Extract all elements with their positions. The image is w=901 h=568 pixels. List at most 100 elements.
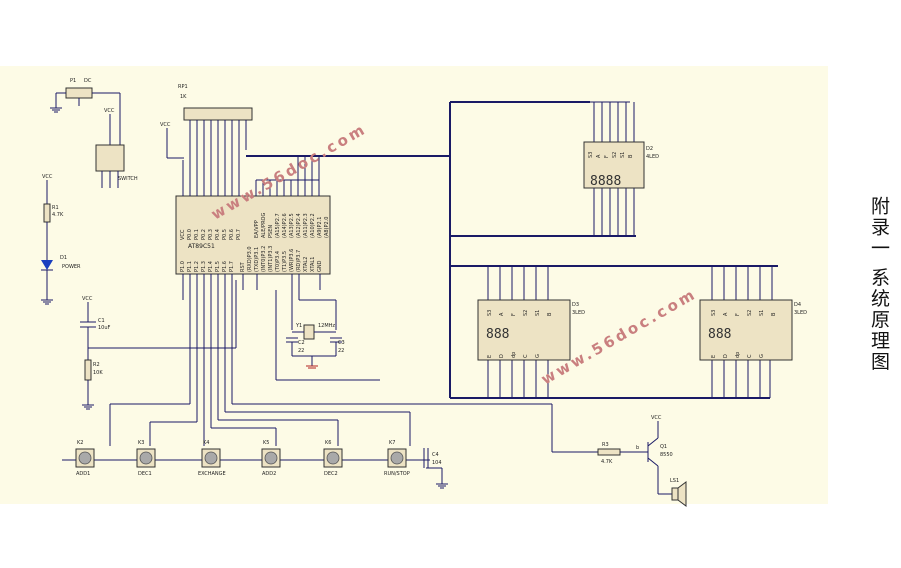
mcu-right-pin-1: ALE/PROG: [261, 213, 267, 238]
r3-value: 4.7K: [601, 459, 613, 465]
mcu-p1-pin-2: P1.2: [194, 261, 200, 272]
d3-pin-b: B: [547, 312, 553, 316]
button-k2-label: ADD1: [76, 471, 90, 477]
d4-pin-dp: dp: [735, 352, 741, 358]
button-k2[interactable]: K2 ADD1: [75, 440, 95, 477]
d4-pin-f: F: [735, 313, 741, 316]
mcu-left-pin-5: P0.4: [215, 229, 221, 240]
button-k6[interactable]: K6 DEC2: [323, 440, 343, 477]
mcu-left-pin-2: P0.1: [194, 229, 200, 240]
c1-label: C1: [98, 318, 105, 324]
button-k7-ref: K7: [389, 440, 395, 446]
mcu-right-pin-2: PSEN: [268, 225, 274, 238]
d3-pin-s3: S3: [487, 310, 493, 316]
y1-label: Y1: [295, 323, 302, 329]
buzzer-driver: R3 4.7K b Q1 8550 VCC LS1: [597, 415, 687, 507]
button-k6-label: DEC2: [324, 471, 338, 477]
q1-label: Q1: [660, 444, 667, 450]
d3-pin-s1: S1: [535, 310, 541, 316]
display-d2-digits: 8888: [590, 174, 621, 189]
d4-pin-s2: S2: [747, 310, 753, 316]
mcu-p3-pin-2: (TXD)P3.1: [254, 247, 260, 272]
switch-vcc-label: VCC: [104, 108, 115, 114]
mcu-right-pin-5: (A13)P2.5: [289, 213, 295, 238]
reset-vcc-label: VCC: [82, 296, 93, 302]
button-wiring: [62, 286, 598, 461]
mcu-p1-pin-3: P1.3: [201, 261, 207, 272]
mcu-p1-pin-1: P1.1: [187, 261, 193, 272]
mcu-p3-pin-5: (T0)P3.4: [275, 251, 281, 272]
transistor-base-label: b: [636, 445, 639, 451]
r2-value: 10K: [93, 370, 103, 376]
d3-pin-f: F: [511, 313, 517, 316]
d2-pin-s3: S3: [588, 152, 594, 158]
d1-power-label: POWER: [62, 264, 81, 270]
button-k5-ref: K5: [263, 440, 269, 446]
mcu-p1-pin-0: P1.0: [180, 261, 186, 272]
mcu-left-pin-1: P0.0: [187, 229, 193, 240]
display-d3: 888 D3 3LED S3 A F S2 S1 B E D dp C G: [477, 266, 585, 398]
d3-pin-c: C: [523, 354, 529, 358]
button-k4[interactable]: K4 EXCHANGE: [198, 440, 226, 477]
mcu-p3-pin-3: (INT0)P3.2: [261, 246, 267, 272]
button-k3-ref: K3: [138, 440, 144, 446]
mcu-p1-pin-6: P1.6: [222, 261, 228, 272]
driver-vcc-label: VCC: [651, 415, 662, 421]
mcu-right-pin-10: (A8)P2.0: [324, 217, 330, 238]
d4-pin-a: A: [723, 312, 729, 316]
display-d3-name: D3: [572, 302, 579, 308]
q1-value: 8550: [660, 452, 673, 458]
capacitor-c4: C4 104: [423, 448, 448, 489]
d4-pin-d: D: [723, 354, 729, 358]
mcu-right-pin-0: EA/VPP: [254, 220, 260, 238]
mcu-p3-pin-11: GND: [317, 260, 323, 272]
display-d3-label: 3LED: [572, 310, 585, 316]
d3-pin-g: G: [535, 354, 541, 358]
d2-pin-a: A: [596, 154, 602, 158]
display-d2-label: 4LED: [646, 154, 659, 160]
led-vcc-label: VCC: [42, 174, 53, 180]
d4-pin-e: E: [711, 355, 717, 358]
mcu-p1-pin-5: P1.5: [215, 261, 221, 272]
c3-label: C3: [338, 340, 345, 346]
mcu-right-pin-8: (A10)P2.2: [310, 213, 316, 238]
mcu-right-pin-6: (A12)P2.4: [296, 213, 302, 238]
mcu-left-pin-3: P0.2: [201, 229, 207, 240]
button-k5[interactable]: K5 ADD2: [261, 440, 281, 477]
d2-pin-b: B: [628, 154, 634, 158]
d4-pin-s3: S3: [711, 310, 717, 316]
d1-label: D1: [60, 255, 67, 261]
mcu-p1-pin-4: P1.4: [208, 261, 214, 272]
switch-label: SWITCH: [118, 176, 138, 182]
button-k3[interactable]: K3 DEC1: [136, 440, 156, 477]
d2-pin-f: F: [604, 155, 610, 158]
mcu-left-pin-7: P0.6: [229, 229, 235, 240]
mcu-left-pin-0: VCC: [180, 229, 186, 240]
display-d2: 8888 D2 4LED S3 A F S2 S1 B: [583, 141, 659, 189]
mcu-p3-pin-1: (RXD)P3.0: [247, 246, 253, 272]
dc-label: DC: [84, 78, 92, 84]
mcu-p3-pin-6: (T1)P3.5: [282, 251, 288, 272]
button-k3-label: DEC1: [138, 471, 152, 477]
d3-pin-s2: S2: [523, 310, 529, 316]
ls1-label: LS1: [670, 478, 679, 484]
r2-label: R2: [93, 362, 100, 368]
d3-pin-a: A: [499, 312, 505, 316]
d2-pin-s2: S2: [612, 152, 618, 158]
p1-label: P1: [70, 78, 76, 84]
mcu-p3-pin-8: (RD)P3.7: [296, 250, 302, 272]
display-d4-label: 3LED: [794, 310, 807, 316]
rp1-label: RP1: [178, 84, 188, 90]
page-title: 附录一 系统原理图: [868, 196, 890, 373]
c2-value: 22: [298, 348, 304, 354]
display-d4-digits: 888: [708, 327, 731, 342]
button-k4-label: EXCHANGE: [198, 471, 226, 477]
data-bus: [246, 101, 778, 399]
d4-pin-b: B: [771, 312, 777, 316]
button-k7[interactable]: K7 RUN/STOP: [384, 440, 410, 477]
mcu-left-pin-8: P0.7: [236, 229, 242, 240]
display-d3-digits: 888: [486, 327, 509, 342]
power-connector-p1: P1 DC: [50, 78, 121, 145]
